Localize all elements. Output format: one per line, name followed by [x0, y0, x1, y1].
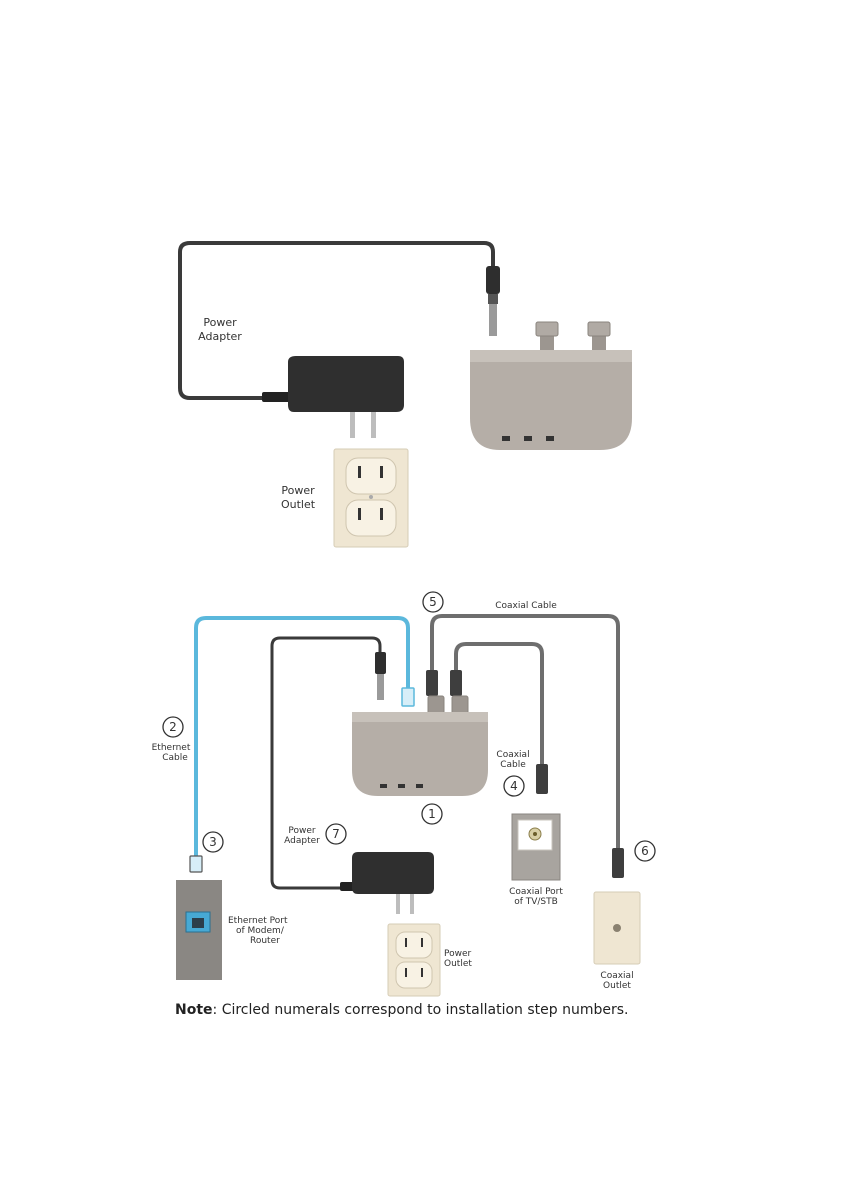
step-circle-3: 3	[203, 832, 223, 852]
modem-router	[176, 880, 222, 980]
coaxial-cable-side-label-2: Cable	[500, 760, 526, 770]
step-number-5: 5	[429, 595, 437, 609]
top-device	[470, 322, 632, 450]
step-circle-6: 6	[635, 841, 655, 861]
coaxial-outlet-label-2: Outlet	[603, 981, 631, 991]
top-dc-plug	[486, 266, 500, 336]
top-power-outlet	[334, 449, 408, 547]
ethernet-plug-modem	[190, 856, 202, 872]
coaxial-outlet-label-1: Coaxial	[600, 971, 633, 981]
ethernet-cable-label-1: Ethernet	[152, 743, 191, 753]
bottom-dc-plug	[375, 652, 386, 700]
bottom-power-outlet-label-1: Power	[444, 949, 472, 959]
coaxial-cable-side-label-1: Coaxial	[496, 750, 529, 760]
top-diagram: Power Adapter Power Outlet	[180, 243, 632, 547]
note-prefix: Note	[175, 1002, 213, 1018]
step-circle-2: 2	[163, 717, 183, 737]
step-circle-4: 4	[504, 776, 524, 796]
step-number-2: 2	[169, 720, 177, 734]
coax-connector-outlet	[612, 848, 624, 878]
coax-connectors-device	[426, 670, 462, 696]
step-number-7: 7	[332, 827, 340, 841]
ethernet-cable-label-2: Cable	[162, 753, 188, 763]
bottom-power-adapter	[340, 852, 434, 914]
note-text: : Circled numerals correspond to install…	[213, 1002, 629, 1018]
ethernet-port-label-3: Router	[250, 936, 280, 946]
bottom-power-adapter-label-2: Adapter	[284, 836, 320, 846]
bottom-power-outlet-label-2: Outlet	[444, 959, 472, 969]
bottom-diagram: Coaxial Cable Coaxial Cable Ethernet Cab…	[152, 592, 655, 996]
coaxial-port-label-2: of TV/STB	[514, 897, 558, 907]
top-power-outlet-label-2: Outlet	[281, 498, 316, 511]
top-power-adapter	[262, 356, 404, 438]
coaxial-port-tv	[512, 814, 560, 880]
top-power-adapter-label-1: Power	[203, 316, 237, 329]
top-power-adapter-label-2: Adapter	[198, 330, 242, 343]
coaxial-port-label-1: Coaxial Port	[509, 887, 563, 897]
bottom-power-outlet	[388, 924, 440, 996]
bottom-device	[352, 696, 488, 796]
step-number-1: 1	[428, 807, 436, 821]
step-number-4: 4	[510, 779, 518, 793]
ethernet-port-label-2: of Modem/	[236, 926, 285, 936]
bottom-power-adapter-label-1: Power	[288, 826, 316, 836]
step-circle-1: 1	[422, 804, 442, 824]
step-number-6: 6	[641, 844, 649, 858]
step-circle-7: 7	[326, 824, 346, 844]
step-circle-5: 5	[423, 592, 443, 612]
installation-note: Note: Circled numerals correspond to ins…	[175, 1002, 815, 1018]
coax-connector-tv	[536, 764, 548, 794]
ethernet-port-label-1: Ethernet Port	[228, 916, 288, 926]
coaxial-cable-top-label: Coaxial Cable	[495, 601, 557, 611]
top-power-outlet-label-1: Power	[281, 484, 315, 497]
ethernet-plug-device	[402, 688, 414, 706]
coaxial-wall-outlet	[594, 892, 640, 964]
step-number-3: 3	[209, 835, 217, 849]
